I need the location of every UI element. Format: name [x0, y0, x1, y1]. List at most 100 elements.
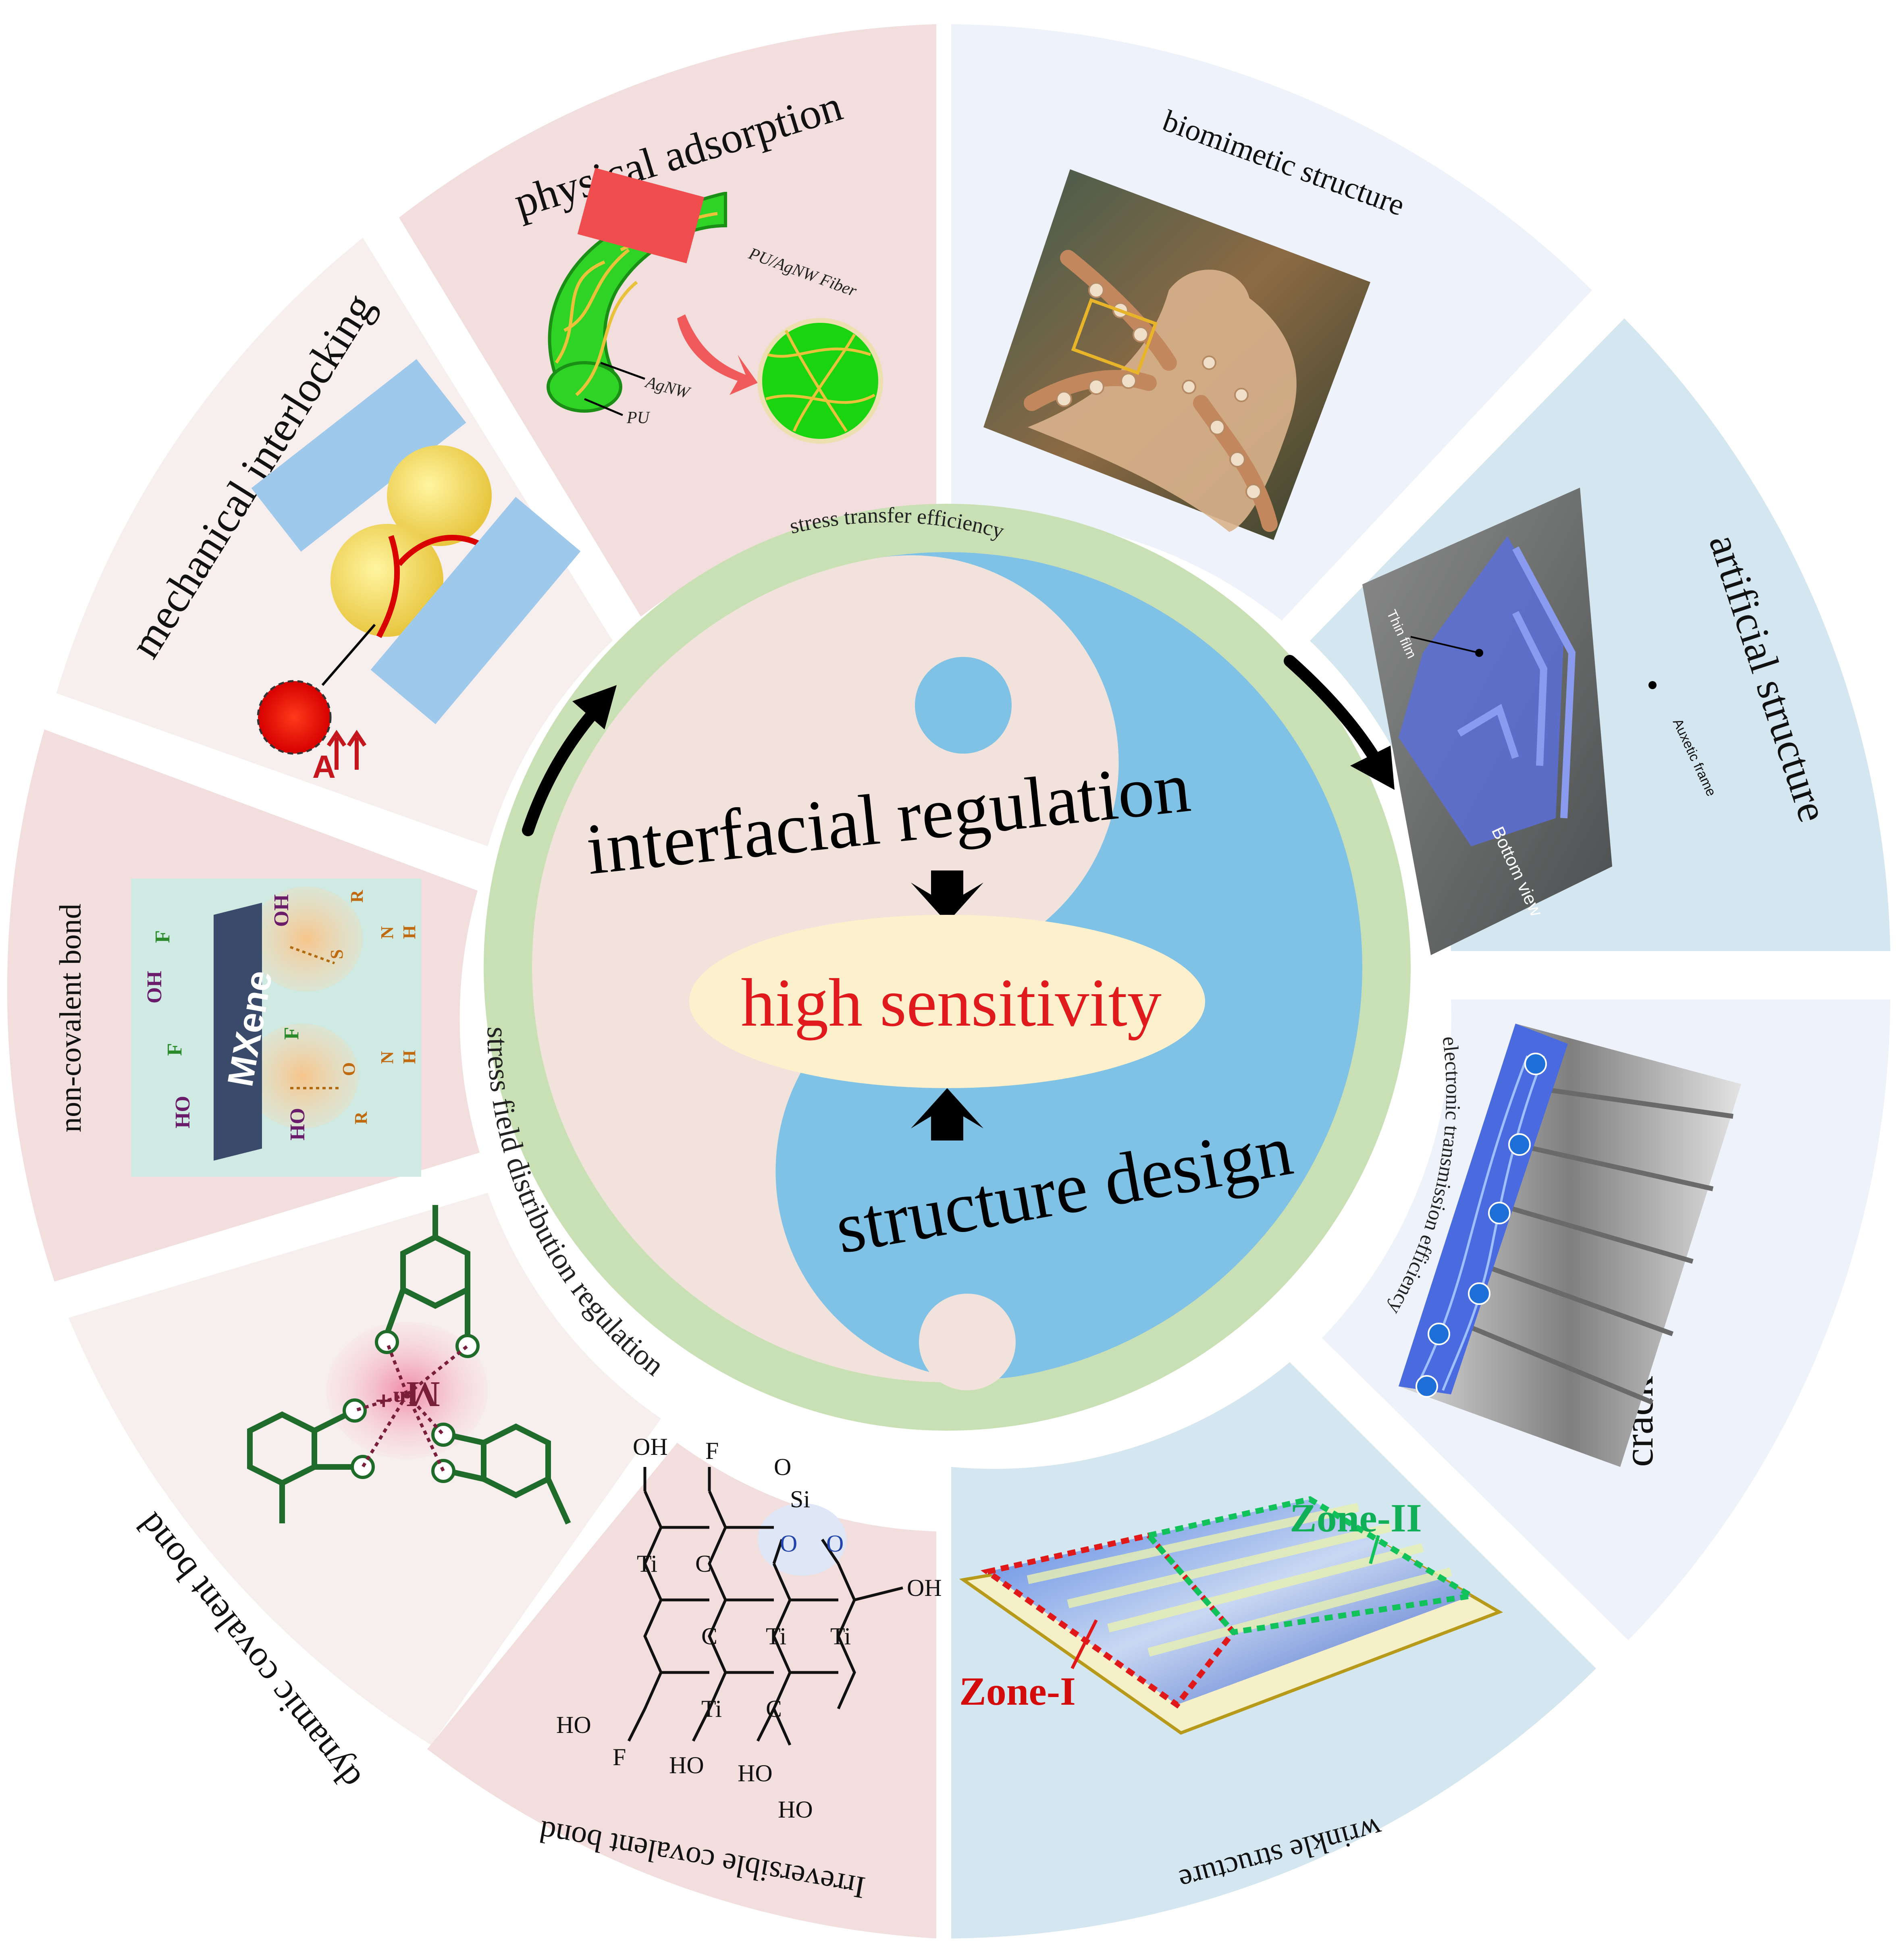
high-sensitivity-title: high sensitivity [741, 965, 1162, 1041]
amine-o: O [339, 1062, 359, 1076]
ring-bonds [279, 1205, 571, 1525]
amine-n-1: N [377, 926, 397, 939]
group-oh-1: OH [143, 971, 166, 1003]
red-particle [257, 680, 332, 755]
crack-nodes [1416, 1053, 1547, 1398]
zone-ii-label: Zone-II [1290, 1496, 1422, 1540]
left-arrow-head [572, 685, 617, 729]
atom-ho-4: HO [778, 1796, 813, 1823]
atom-c-2: C [701, 1623, 717, 1649]
coordination-bonds [354, 1341, 469, 1472]
amine-groups: S N H R O H N R [327, 889, 419, 1124]
yellow-ball-top [387, 445, 492, 546]
amine-r-2: R [351, 1111, 371, 1124]
fiber-body [548, 191, 727, 405]
up-arrow [911, 1088, 983, 1140]
interlock-illustration: A [251, 359, 581, 785]
clamp-block [577, 168, 705, 264]
down-arrow [911, 870, 983, 923]
metal-complex-illustration: Mⁿ⁺ [247, 1205, 571, 1525]
atom-o-2: O [826, 1530, 844, 1557]
ti-chain-illustration: Ti C Ti C Ti C Ti O O Si O OH F OH HO F … [556, 1433, 942, 1823]
wrinkle-ridges [1027, 1503, 1452, 1657]
atom-ti-1: Ti [637, 1550, 657, 1577]
red-crack-lines [376, 535, 481, 638]
segment-physical-adsorption [399, 24, 936, 617]
auxetic-photo: Thin film Auxetic frame Bottom view [1362, 488, 1719, 955]
group-ho-1: HO [171, 1096, 194, 1128]
atom-ho-2: HO [669, 1752, 704, 1778]
interlock-pointer [321, 624, 376, 686]
group-ho-2: HO [286, 1108, 309, 1140]
ring-arrows [522, 655, 1395, 836]
auxetic-frame-lines [1457, 546, 1576, 819]
ti-lattice-bonds [627, 1467, 903, 1746]
mxene-illustration: MXene F OH F F OH HO HO S N H R O H N R [131, 879, 421, 1177]
center-ellipse [689, 915, 1205, 1088]
zone-i-label: Zone-I [959, 1669, 1076, 1714]
mxene-groups: F OH F F OH HO HO [143, 894, 309, 1140]
atom-ti-3: Ti [830, 1623, 851, 1649]
mxene-glow-top [250, 887, 363, 991]
si-glow [758, 1503, 846, 1576]
crack-ridges [1466, 1086, 1734, 1405]
crack-blue-band [1399, 1024, 1568, 1394]
atom-ti-4: Ti [701, 1695, 722, 1722]
atom-c-3: C [766, 1695, 782, 1722]
octopus-body [1028, 270, 1297, 532]
atom-oh-2: OH [907, 1575, 942, 1601]
interlock-mark: A [312, 749, 336, 785]
zone-ii-box [1143, 1496, 1480, 1635]
label-non-covalent-bond: non-covalent bond [54, 904, 87, 1132]
atom-ti-2: Ti [766, 1623, 786, 1649]
octopus-photo [983, 169, 1370, 540]
catechol-rings [247, 1205, 571, 1525]
left-curved-arrow [522, 703, 603, 836]
fiber-cross-section [757, 318, 883, 444]
yin-dot [915, 657, 1012, 754]
thin-film-pointer [1410, 636, 1480, 654]
atom-si: Si [790, 1486, 810, 1512]
zone-i-pointer [1070, 1619, 1098, 1669]
octopus-zoom-box [1071, 298, 1158, 375]
agnw-strands [555, 212, 718, 396]
atom-o-3: O [774, 1454, 791, 1480]
atom-o-1: O [780, 1530, 797, 1557]
group-oh-2: OH [270, 894, 293, 927]
auxetic-film [1399, 536, 1564, 846]
atom-oh-1: OH [633, 1433, 668, 1460]
metal-ion-label: Mⁿ⁺ [374, 1374, 440, 1414]
h-bond-dots [289, 946, 339, 1089]
wrinkle-image: Zone-I Zone-II [959, 1496, 1503, 1735]
right-curved-arrow [1284, 655, 1380, 764]
octopus-suckers [1056, 282, 1262, 500]
crack-network [1418, 1055, 1545, 1391]
pu-label: PU [626, 409, 651, 427]
fiber-illustration: PU/AgNW Fiber AgNW PU [547, 168, 883, 444]
mxene-glow-bottom [246, 1024, 359, 1128]
amine-h-1: H [399, 925, 419, 939]
atom-f-2: F [613, 1744, 626, 1770]
yang-dot [919, 1294, 1016, 1390]
atom-f-1: F [705, 1438, 719, 1464]
outer-segment-ring [7, 24, 1890, 1938]
pu-pointer [584, 398, 623, 416]
group-f-1: F [151, 930, 174, 943]
atom-ho-1: HO [556, 1712, 591, 1738]
amine-s: S [327, 949, 347, 959]
ti-chain-atoms: Ti C Ti C Ti C Ti O O Si O OH F OH HO F … [556, 1433, 942, 1823]
zone-ii-pointer [1369, 1535, 1380, 1564]
transform-arrow [677, 314, 758, 395]
cross-section-agnw [765, 330, 875, 432]
ring-top [400, 1234, 470, 1309]
right-arrow-head [1350, 746, 1395, 790]
auxetic-frame-dot [1648, 681, 1657, 689]
group-f-3: F [280, 1027, 303, 1040]
segment-mechanical-interlocking [56, 238, 613, 846]
atom-c-1: C [695, 1550, 711, 1577]
upper-plate [251, 359, 466, 552]
group-f-2: F [163, 1043, 186, 1056]
atom-ho-3: HO [738, 1760, 773, 1787]
agnw-pointer [600, 361, 645, 380]
